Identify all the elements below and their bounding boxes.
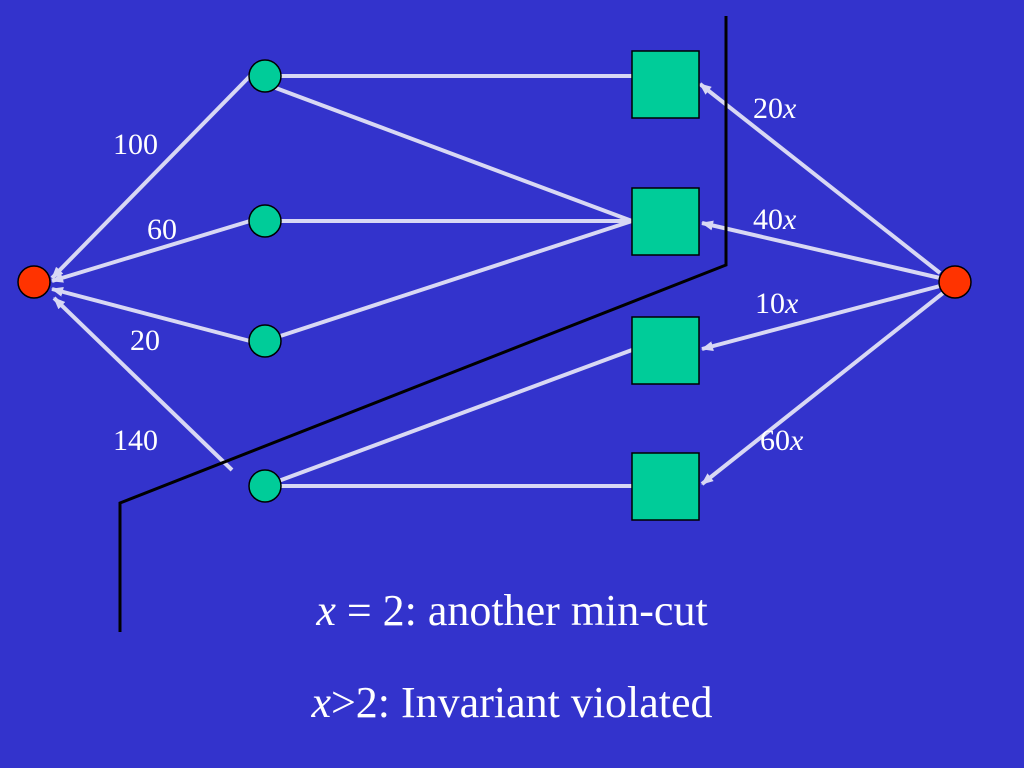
capacity-label-100: 100: [113, 128, 158, 161]
capacity-coef: 10: [755, 287, 785, 320]
caption-text: >2: Invariant violated: [330, 678, 713, 727]
edge-a1-b2: [264, 82, 633, 223]
capacity-label-60: 60: [147, 213, 177, 246]
edge-a1-source: [50, 74, 252, 280]
edge-a3-b2: [264, 219, 633, 343]
capacity-label-20: 20: [130, 324, 160, 357]
caption-invariant-violated: x>2: Invariant violated: [0, 677, 1024, 728]
edge-sink-b1: [698, 82, 942, 275]
left-edges: [50, 74, 252, 472]
capacity-coef: 40: [753, 203, 783, 236]
square-node-2: [631, 187, 700, 256]
capacity-coef: 20: [753, 92, 783, 125]
edge-a2-source: [51, 219, 251, 283]
capacity-label-140: 140: [113, 424, 158, 457]
circle-node-2: [248, 204, 282, 238]
edge-a4-b3: [264, 348, 633, 488]
square-node-3: [631, 316, 700, 385]
right-edges: [698, 82, 945, 486]
circle-node-1: [248, 59, 282, 93]
capacity-label-60x: 60x: [760, 424, 804, 457]
capacity-var: x: [784, 287, 799, 320]
left-terminal-node: [17, 265, 51, 299]
capacity-var: x: [789, 424, 804, 457]
edge-sink-b3: [701, 284, 941, 352]
capacity-label-20x: 20x: [753, 92, 797, 125]
edge-a3-source: [51, 286, 251, 343]
capacity-coef: 60: [760, 424, 790, 457]
caption-var: x: [311, 678, 331, 727]
caption-var: x: [316, 586, 336, 635]
capacity-var: x: [782, 92, 797, 125]
edge-sink-b4: [700, 291, 945, 486]
capacity-label-40x: 40x: [753, 203, 797, 236]
middle-edges: [264, 74, 640, 488]
caption-text: = 2: another min-cut: [335, 586, 708, 635]
capacity-var: x: [782, 203, 797, 236]
edge-a4-source: [52, 296, 234, 472]
edge-sink-b2: [701, 220, 941, 280]
caption-min-cut: x = 2: another min-cut: [0, 585, 1024, 636]
square-node-1: [631, 50, 700, 119]
capacity-label-10x: 10x: [755, 287, 799, 320]
right-terminal-node: [938, 265, 972, 299]
square-node-4: [631, 452, 700, 521]
cut-line: [118, 16, 728, 632]
circle-node-4: [248, 469, 282, 503]
circle-node-3: [248, 324, 282, 358]
